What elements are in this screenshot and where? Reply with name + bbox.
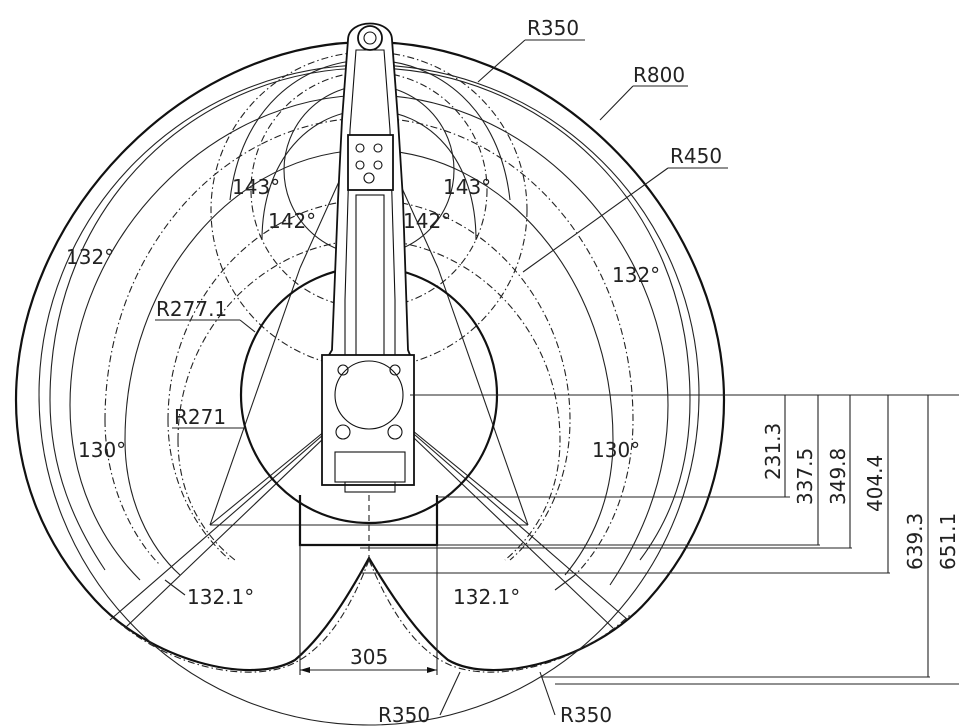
label-132-left: 132°: [66, 245, 114, 269]
arm-base-bolt-1: [335, 424, 351, 440]
arc-r271-dash: [177, 239, 561, 561]
label-143-left: 143°: [232, 175, 280, 199]
leader-r350-top: [477, 39, 526, 83]
label-2313: 231.3: [761, 423, 785, 480]
arm-wrist-block: [347, 134, 394, 191]
label-142-left: 142°: [268, 209, 316, 233]
arm-wrist-port-3: [355, 160, 365, 170]
tangent-line-right: [437, 267, 529, 526]
dim-305-arrow-right: [427, 667, 437, 673]
arc-r271-left-tail: [177, 439, 236, 561]
label-r350-top: R350: [527, 16, 579, 40]
label-6393: 639.3: [903, 513, 927, 570]
label-130-right: 130°: [592, 438, 640, 462]
leader-1321-left: [164, 579, 186, 596]
label-r277: R277.1: [156, 297, 227, 321]
dim-305-arrow-left: [300, 667, 310, 673]
label-r350-bottom-right: R350: [560, 703, 612, 726]
arm-tip-joint-outer: [357, 25, 383, 51]
arc-r450-left-tail: [104, 419, 161, 566]
arm-base-bolt-3: [337, 364, 349, 376]
label-3498: 349.8: [826, 448, 850, 505]
label-1321-right: 132.1°: [453, 585, 520, 609]
arm-wrist-port-1: [355, 143, 365, 153]
lower-left-r350-arc: [109, 559, 370, 673]
arm-connector-plug: [344, 481, 396, 493]
arm-base-bolt-4: [389, 364, 401, 376]
arc-130-inner: [124, 149, 614, 576]
label-r271: R271: [174, 405, 226, 429]
arc-130-left-tail: [69, 404, 141, 581]
leader-r800: [599, 85, 634, 121]
arc-130-left: [69, 94, 669, 586]
leader-1321-right: [554, 574, 576, 591]
arm-base-housing: [321, 354, 415, 486]
arc-r450-dash: [104, 117, 634, 576]
leader-r350-bl: [439, 671, 461, 716]
arm-wrist-port-4: [373, 160, 383, 170]
label-4044: 404.4: [863, 455, 887, 512]
label-143-right: 143°: [443, 175, 491, 199]
arc-130-inner-left-tail: [124, 439, 181, 576]
label-1321-left: 132.1°: [187, 585, 254, 609]
label-r450: R450: [670, 144, 722, 168]
label-r800: R800: [633, 63, 685, 87]
label-6511: 651.1: [936, 513, 959, 570]
arm-base-bolt-2: [387, 424, 403, 440]
label-r350-bottom-left: R350: [378, 703, 430, 726]
label-305: 305: [350, 645, 388, 669]
arm-wrist-port-5: [363, 172, 375, 184]
leader-r277-diag: [239, 319, 256, 333]
label-3375: 337.5: [793, 448, 817, 505]
arm-tip-joint-inner: [363, 31, 377, 45]
arm-base-motor: [334, 360, 404, 430]
label-130-left: 130°: [78, 438, 126, 462]
tangent-line-left: [209, 267, 301, 526]
label-142-right: 142°: [403, 209, 451, 233]
arc-r277-dash: [167, 199, 571, 561]
label-132-right: 132°: [612, 263, 660, 287]
leader-r450: [522, 167, 669, 273]
leader-r350-br: [539, 671, 556, 716]
arc-r277-left-tail: [167, 419, 231, 561]
arc-132-left-tail: [49, 399, 106, 571]
arm-wrist-port-2: [373, 143, 383, 153]
arc-132-outer: [49, 67, 691, 561]
